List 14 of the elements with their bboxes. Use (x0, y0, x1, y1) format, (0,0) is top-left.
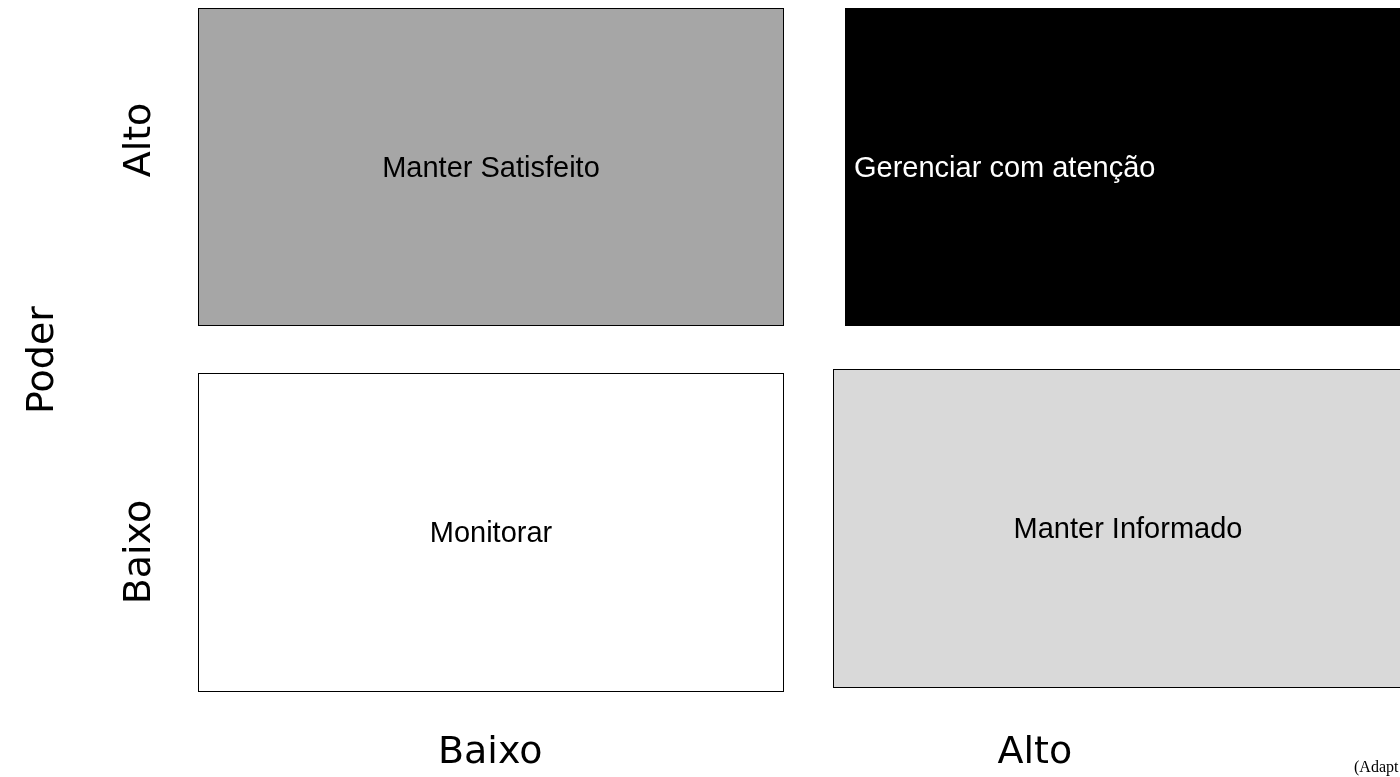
axis-title: Poder (20, 306, 59, 414)
quadrant-label: Manter Informado (1013, 512, 1243, 545)
axis-tick-label: Baixo (118, 499, 157, 605)
strategy-quadrant (198, 8, 784, 326)
axis-tick-label: Baixo (438, 731, 543, 769)
axis-tick-label: Alto (997, 731, 1073, 769)
quadrant-label: Gerenciar com atenção (854, 150, 1156, 184)
strategy-quadrant (833, 369, 1400, 688)
quadrant-label: Monitorar (429, 516, 553, 549)
quadrant-label: Manter Satisfeito (382, 150, 600, 184)
source-note: (Adapt (1354, 759, 1399, 775)
axis-tick-label: Alto (117, 102, 156, 178)
strategy-quadrant (845, 8, 1400, 326)
strategy-quadrant (198, 373, 784, 692)
